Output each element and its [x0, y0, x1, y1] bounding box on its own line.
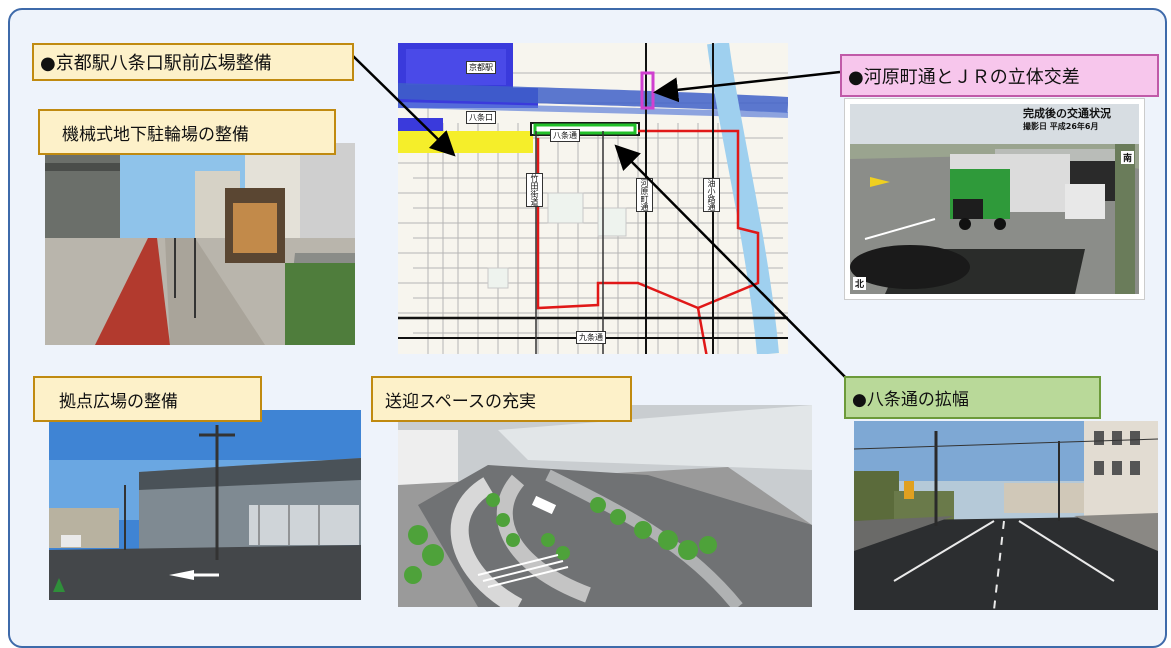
- map-label-hachijo-exit: 八条口: [466, 111, 496, 124]
- map-label-kawaramachi-street: 河原町通: [636, 178, 653, 212]
- map-label-hachijo-street: 八条通: [550, 129, 580, 142]
- label-hachijo-widening: ●八条通の拡幅: [844, 376, 1101, 419]
- label-kawaramachi-crossing: ●河原町通とＪＲの立体交差: [840, 54, 1159, 97]
- photo-pickup-space: [398, 405, 812, 607]
- photo-kawaramachi-title: 完成後の交通状況: [1023, 107, 1111, 120]
- label-pickup-space: 送迎スペースの充実: [371, 376, 632, 422]
- label-hub-plaza: 拠点広場の整備: [33, 376, 262, 422]
- map-label-station: 京都駅: [466, 61, 496, 74]
- label-bicycle-parking: 機械式地下駐輪場の整備: [38, 109, 336, 155]
- map-label-takeda-street: 竹田街道: [526, 173, 543, 207]
- photo-kawaramachi-south: 南: [1121, 151, 1135, 164]
- photo-kawaramachi-north: 北: [853, 277, 867, 290]
- photo-kawaramachi-crossing: 完成後の交通状況 撮影日 平成26年6月 北 南: [844, 98, 1145, 300]
- map-label-kujo-street: 九条通: [576, 331, 606, 344]
- photo-bicycle-parking: [45, 143, 355, 345]
- photo-kawaramachi-date: 撮影日 平成26年6月: [1023, 122, 1099, 131]
- photo-hub-plaza: [49, 410, 361, 600]
- area-map: 京都駅 八条口 八条通 竹田街道 河原町通 油小路通 九条通: [398, 43, 788, 354]
- photo-hachijo-widening: [854, 421, 1158, 610]
- map-label-aburakoji-street: 油小路通: [703, 178, 720, 212]
- label-hachijo-plaza: ●京都駅八条口駅前広場整備: [32, 43, 354, 81]
